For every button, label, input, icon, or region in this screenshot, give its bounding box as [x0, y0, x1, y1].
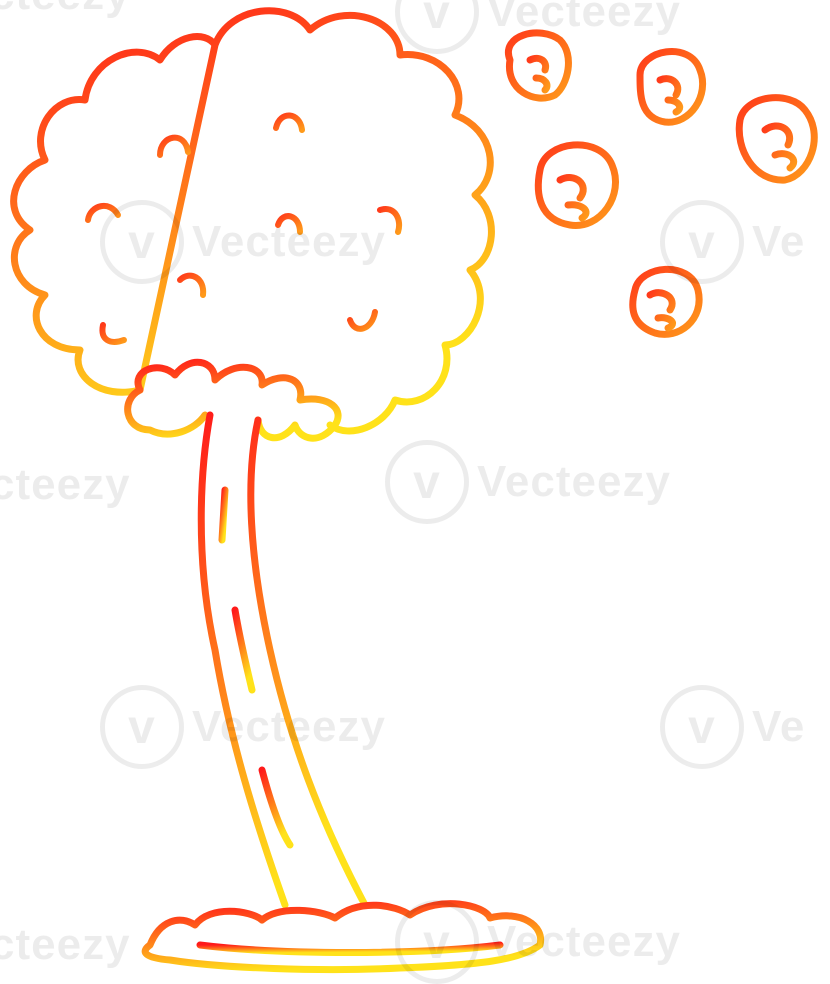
trunk-mark — [258, 766, 294, 849]
trunk-mark — [231, 606, 256, 694]
blowing-leaf — [534, 141, 620, 229]
leaf-flick — [275, 213, 303, 235]
tree-crown-outline — [10, 7, 495, 435]
ground-mound — [141, 900, 545, 974]
leaf-flick — [273, 112, 305, 133]
tree-trunk — [197, 411, 369, 909]
leaf-flick — [157, 134, 191, 158]
blowing-leaf — [504, 29, 572, 102]
ground-line — [196, 941, 504, 956]
leaf-flick — [85, 203, 121, 223]
leaf-flick — [177, 272, 207, 298]
tree-rim — [124, 358, 342, 442]
leaf-flick — [99, 322, 127, 345]
trunk-mark — [218, 486, 229, 544]
blowing-leaf — [735, 94, 818, 184]
blowing-leaf — [636, 48, 707, 126]
leaf-flick — [377, 206, 402, 235]
blowing-leaf — [629, 265, 703, 338]
leaf-flick — [347, 309, 378, 332]
